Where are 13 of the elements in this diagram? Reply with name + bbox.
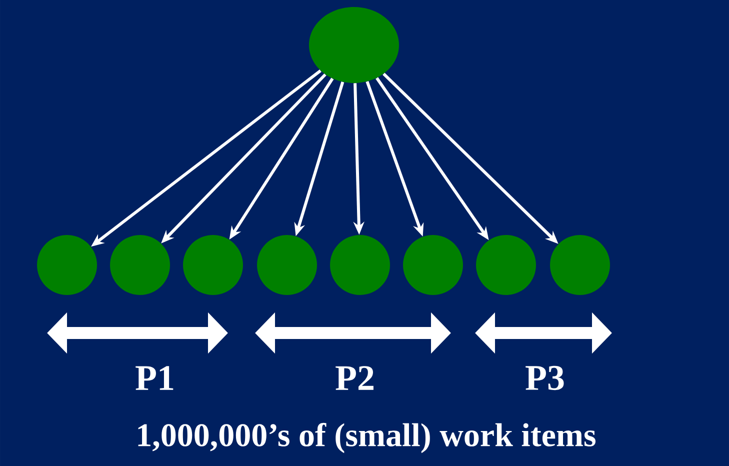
circle-node bbox=[37, 235, 97, 295]
ellipse-node bbox=[309, 7, 399, 83]
circle-node bbox=[330, 235, 390, 295]
circle-node bbox=[183, 235, 243, 295]
partition-label: P2 bbox=[336, 366, 374, 390]
circle-node bbox=[110, 235, 170, 295]
circle-node bbox=[476, 235, 536, 295]
circle-node bbox=[403, 235, 463, 295]
caption: 1,000,000’s of (small) work items bbox=[138, 422, 596, 454]
partition-label: P3 bbox=[526, 366, 564, 390]
circle-node bbox=[257, 235, 317, 295]
partition-label: P1 bbox=[136, 366, 174, 390]
circle-node bbox=[550, 235, 610, 295]
